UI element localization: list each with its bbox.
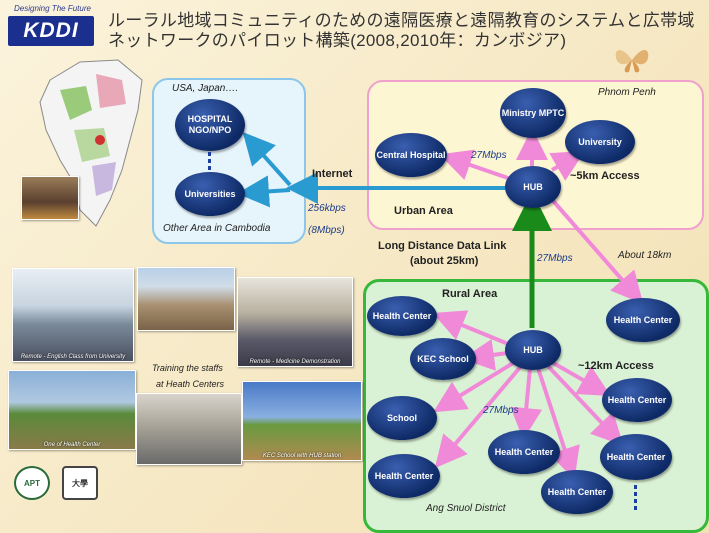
caption-medicine: Remote - Medicine Demonstration [238, 359, 352, 365]
node-universities: Universities [175, 172, 245, 216]
apt-logo: APT [14, 466, 50, 500]
label-other-area: Other Area in Cambodia [163, 223, 270, 234]
node-health-center-3: Health Center [602, 378, 672, 422]
label-256kbps: 256kbps [308, 203, 346, 214]
link-to-universities [245, 190, 290, 193]
more-dots-left [208, 152, 212, 173]
photo-medicine: Remote - Medicine Demonstration [237, 277, 353, 367]
node-ministry: Ministry MPTC [500, 88, 566, 138]
node-hospital: HOSPITAL NGO/NPO [175, 99, 245, 151]
label-5km-access: ~5km Access [570, 170, 640, 182]
node-health-center-6: Health Center [600, 434, 672, 480]
label-rural-27mbps: 27Mbps [483, 405, 519, 416]
link-r-hc-bm [524, 368, 530, 432]
label-12km-access: ~12km Access [578, 360, 654, 372]
label-about-25km: (about 25km) [410, 255, 478, 267]
label-internet: Internet [312, 168, 352, 180]
more-dots-rural [634, 485, 638, 513]
node-central-hospital: Central Hospital [375, 133, 447, 177]
node-health-center-4: Health Center [488, 430, 560, 474]
node-health-center-1: Health Center [367, 296, 437, 336]
label-long-distance: Long Distance Data Link [378, 240, 506, 252]
caption-health-center: One of Health Center [9, 442, 135, 448]
photo-kec-hub: KEC School with HUB station [242, 381, 362, 461]
caption-english-class: Remote - English Class from University [13, 354, 133, 360]
photo-training [136, 393, 242, 465]
link-hub-far-health [548, 195, 638, 298]
label-usa-japan: USA, Japan…. [172, 83, 238, 94]
node-university: University [565, 120, 635, 164]
label-urban-area: Urban Area [394, 205, 453, 217]
label-ang-snuol: Ang Snuol District [426, 503, 505, 514]
node-health-center-7: Health Center [541, 470, 613, 514]
photo-health-center: One of Health Center [8, 370, 136, 450]
caption-kec-hub: KEC School with HUB station [243, 453, 361, 459]
label-phnom-penh: Phnom Penh [598, 87, 656, 98]
node-school: School [367, 396, 437, 440]
node-health-center-5: Health Center [368, 454, 440, 498]
label-about-18km: About 18km [618, 250, 671, 261]
label-long-27mbps: 27Mbps [537, 253, 573, 264]
university-logo: 大學 [62, 466, 98, 500]
node-kec-school: KEC School [410, 338, 476, 380]
photo-english-class: Remote - English Class from University [12, 268, 134, 362]
caption-training-2: at Heath Centers [156, 379, 224, 389]
label-urban-27mbps: 27Mbps [471, 150, 507, 161]
photo-cart [137, 267, 235, 331]
label-8mbps: (8Mbps) [308, 225, 345, 236]
node-hub-urban: HUB [505, 166, 561, 208]
node-hub-rural: HUB [505, 330, 561, 370]
node-health-center-2: Health Center [606, 298, 680, 342]
link-to-hospital [248, 138, 290, 185]
label-rural-area: Rural Area [442, 288, 497, 300]
caption-training-1: Training the staffs [152, 363, 223, 373]
